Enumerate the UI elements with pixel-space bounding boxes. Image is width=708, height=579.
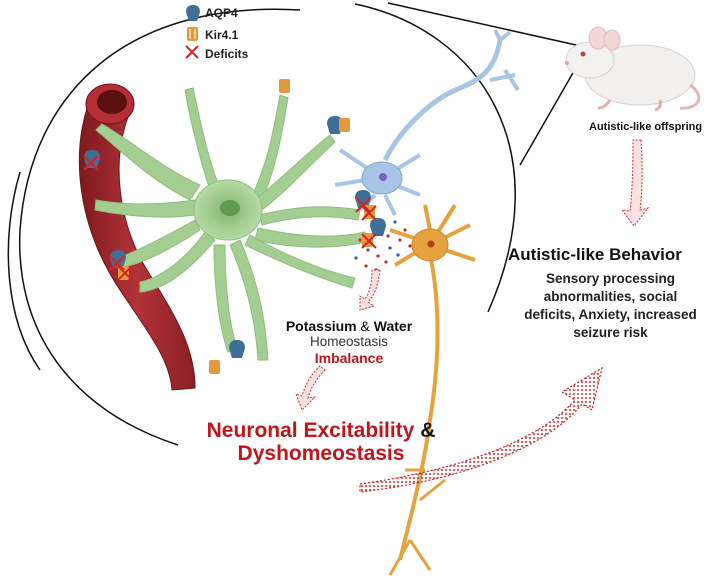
excitability-amp: &: [420, 419, 436, 442]
legend-kir41-label: Kir4.1: [205, 28, 239, 42]
water-text: Water: [373, 318, 413, 334]
arrow-imbalance-to-excitability: [295, 365, 326, 411]
legend-deficits-label: Deficits: [205, 47, 249, 61]
rat-illustration: [565, 26, 701, 112]
behavior-description: Sensory processing abnormalities, social…: [524, 271, 697, 340]
astrocyte: [94, 87, 368, 361]
arrow-excitability-to-behavior: [359, 366, 603, 493]
zoom-line-top: [387, 2, 586, 48]
offspring-label: Autistic-like offspring: [589, 121, 703, 133]
left-arc-small: [7, 171, 41, 371]
outer-arc-left: [18, 8, 301, 446]
amp-text: &: [360, 318, 370, 334]
excitability-line-1: Neuronal Excitability &: [196, 419, 446, 443]
aqp4-channel-icon: [84, 116, 386, 358]
arrow-offspring-to-behavior: [620, 139, 650, 227]
ion-dots: [354, 220, 412, 272]
legend-deficit-icon: [185, 45, 199, 59]
arrow-synapse-to-homeostasis: [359, 269, 381, 311]
neuronal-excitability-text: Neuronal Excitability: [206, 419, 415, 442]
outer-arc-right: [354, 3, 516, 313]
legend-kir41-icon: [187, 27, 198, 41]
blue-neuron: [334, 29, 520, 216]
orange-neuron: [388, 203, 476, 576]
imbalance-text: Imbalance: [314, 350, 384, 366]
potassium-text: Potassium: [285, 318, 357, 334]
dyshomeostasis-text: Dyshomeostasis: [237, 442, 405, 465]
legend-aqp4-icon: [186, 5, 200, 21]
homeostasis-text: Homeostasis: [309, 334, 389, 349]
deficit-x-marks: [83, 155, 377, 281]
legend-aqp4-label: AQP4: [205, 6, 238, 20]
potassium-water-line: Potassium & Water: [264, 318, 434, 335]
behavior-title: Autistic-like Behavior: [508, 245, 682, 264]
